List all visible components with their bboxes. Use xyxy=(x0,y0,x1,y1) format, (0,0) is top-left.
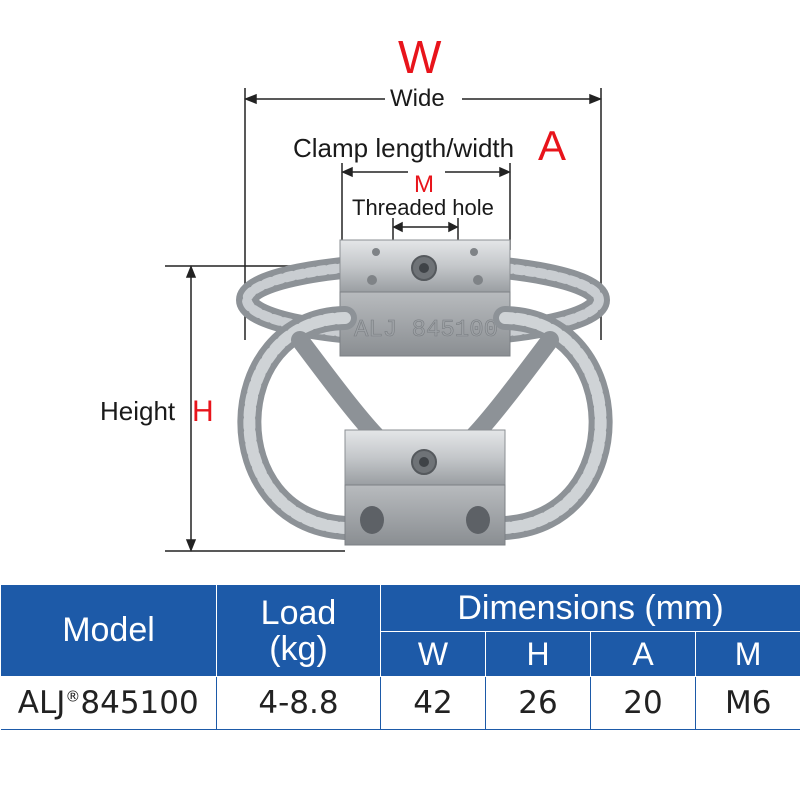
top-clamp-block xyxy=(339,239,511,357)
dim-header-h: H xyxy=(485,631,591,677)
h-letter: H xyxy=(192,395,214,428)
w-cell: 42 xyxy=(380,676,486,730)
w-letter: W xyxy=(398,31,442,83)
a-letter: A xyxy=(538,122,567,169)
product-illustration: ALJ 845100 xyxy=(165,88,613,553)
threaded-hole-label: Threaded hole xyxy=(352,195,494,220)
clamp-length-label: Clamp length/width xyxy=(293,133,515,163)
height-label: Height xyxy=(100,396,176,426)
dim-header-m: M xyxy=(694,631,800,677)
registered-mark: ® xyxy=(65,687,81,706)
a-cell: 20 xyxy=(590,676,696,730)
model-number: 845100 xyxy=(80,685,199,721)
load-header: Load (kg) xyxy=(216,584,381,677)
dimensions-header: Dimensions (mm) xyxy=(379,584,800,632)
model-cell: ALJ®845100 xyxy=(0,676,217,730)
model-prefix: ALJ xyxy=(17,685,66,721)
dim-header-a: A xyxy=(590,631,696,677)
model-header: Model xyxy=(0,584,217,677)
m-cell: M6 xyxy=(694,676,800,730)
dim-header-w: W xyxy=(380,631,486,677)
wide-label: Wide xyxy=(390,85,445,112)
load-header-line2: (kg) xyxy=(269,629,328,668)
m-letter: M xyxy=(414,171,434,198)
spec-table: Model Load (kg) Dimensions (mm) W H A M … xyxy=(0,584,800,730)
bottom-clamp-block xyxy=(344,429,506,546)
clamp-stamp: ALJ 845100 xyxy=(354,317,498,344)
table-row: ALJ®845100 4-8.8 42 26 20 M6 xyxy=(0,676,800,730)
load-header-line1: Load xyxy=(260,593,337,632)
load-cell: 4-8.8 xyxy=(216,676,381,730)
h-cell: 26 xyxy=(485,676,591,730)
